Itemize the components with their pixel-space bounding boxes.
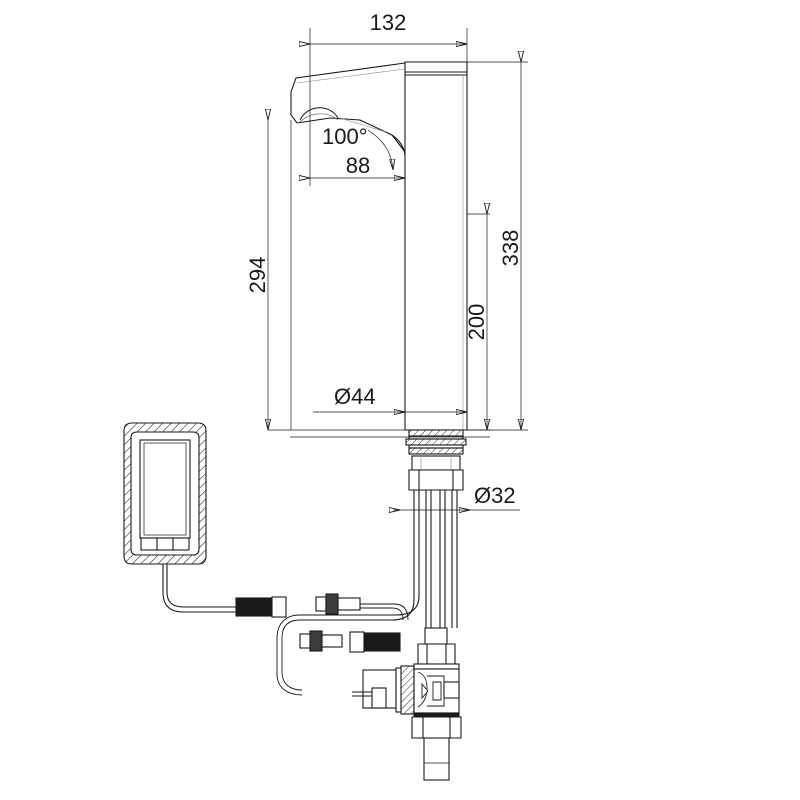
dimension-132	[310, 28, 468, 120]
solenoid-valve-assembly	[352, 627, 462, 781]
dimension-label-dia-32: Ø32	[474, 483, 516, 508]
dimension-294	[268, 120, 405, 431]
dimension-88	[310, 120, 406, 186]
tall-cylindrical-body	[404, 61, 468, 431]
dimension-label-angle-100: 100°	[322, 124, 368, 149]
dimension-label-200: 200	[464, 304, 489, 341]
dimension-label-338: 338	[498, 230, 523, 267]
dimension-label-88: 88	[346, 153, 370, 178]
cable-plug-connectors	[235, 593, 409, 653]
dimension-label-132: 132	[370, 10, 407, 35]
dimension-200	[467, 214, 490, 431]
dimension-angle-100	[367, 129, 393, 170]
angled-spout	[290, 62, 406, 156]
dimension-label-294: 294	[245, 257, 270, 294]
battery-control-box	[123, 422, 236, 613]
dimension-label-dia-44: Ø44	[334, 384, 376, 409]
threaded-mounting-shank-with-washers-and-nut	[405, 429, 467, 491]
dimension-dia-44	[290, 412, 490, 438]
